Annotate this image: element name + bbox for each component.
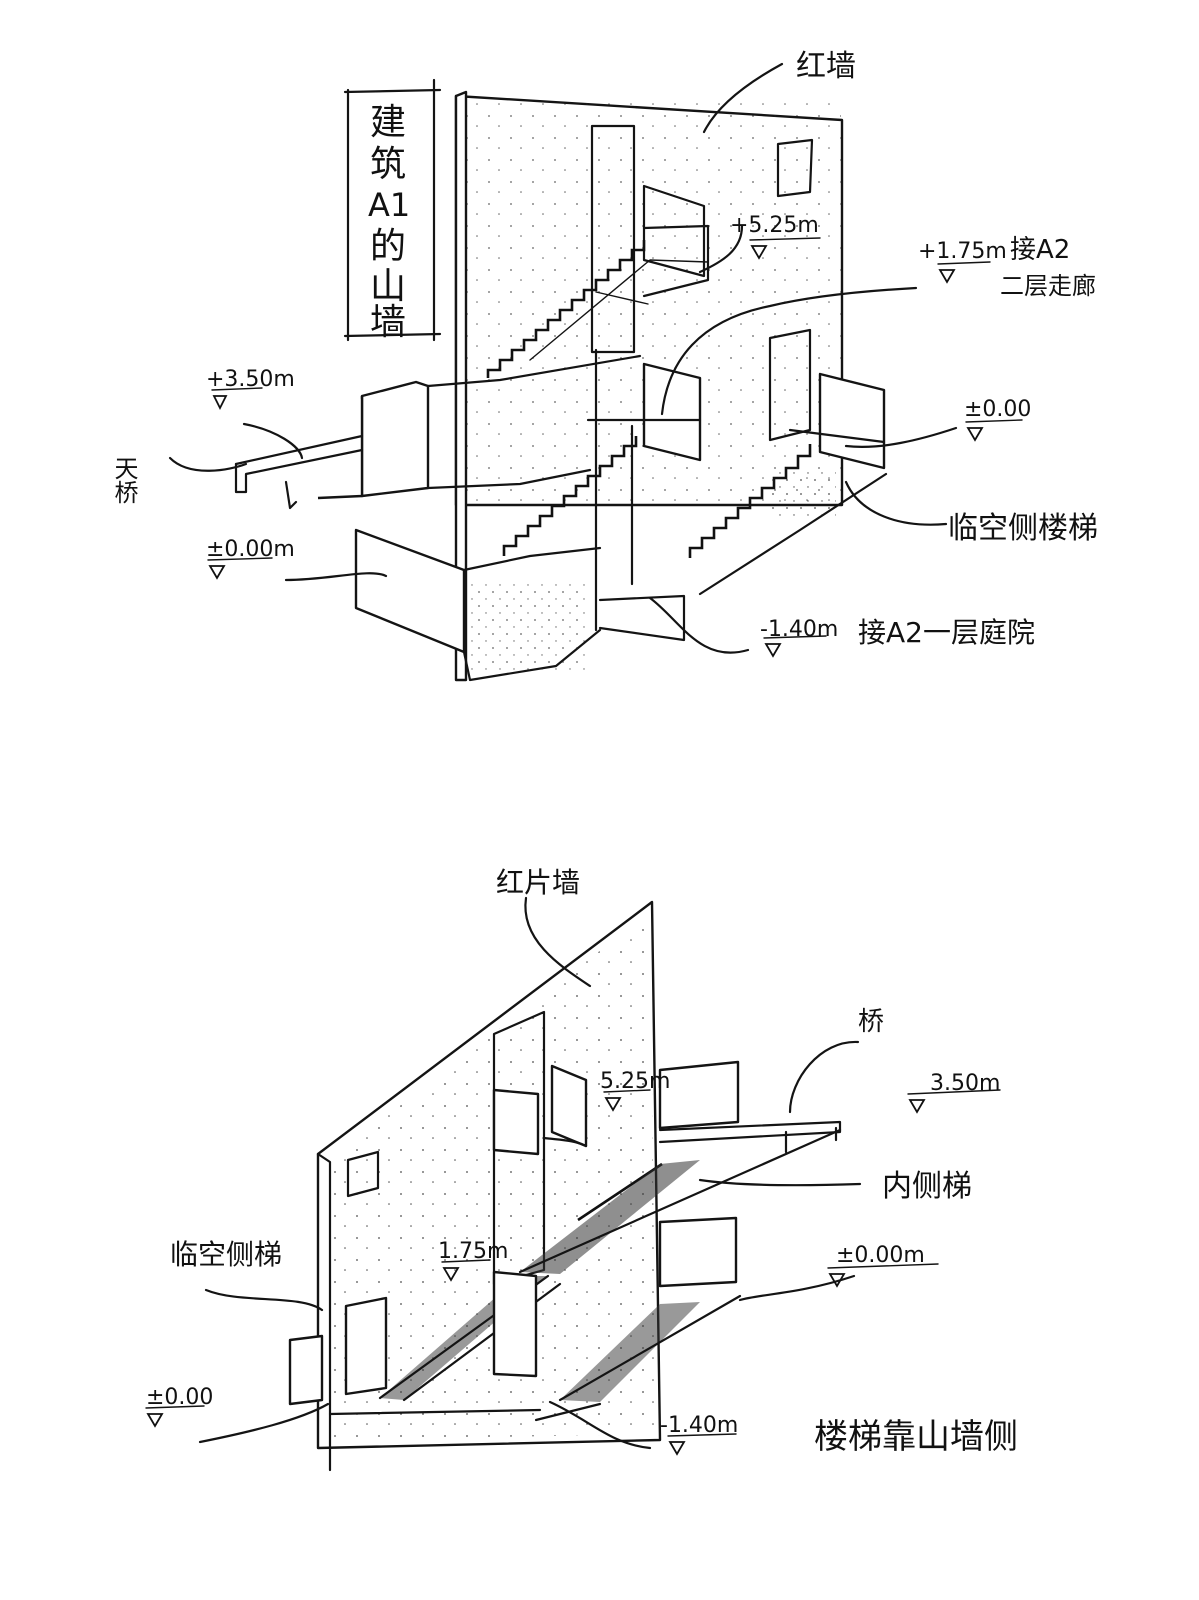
leader-lines-bottom <box>198 896 862 1450</box>
right-stair <box>688 372 888 596</box>
level-markers-bottom <box>145 1089 1001 1456</box>
level-000-left-top: ±0.00m <box>206 537 295 562</box>
upper-landing <box>642 184 710 298</box>
level-neg140-top: -1.40m <box>760 617 838 642</box>
level-175-bottom: 1.75m <box>438 1239 508 1264</box>
level-neg140-bottom: -1.40m <box>660 1413 738 1438</box>
title-char-2: 筑 <box>370 144 406 185</box>
level-000-left-bottom: ±0.00 <box>146 1385 213 1410</box>
bottom-sketch <box>145 896 1001 1472</box>
lower-right-stair <box>534 1216 742 1422</box>
level-350-top: +3.50m <box>206 367 295 392</box>
middle-stairs <box>502 348 702 632</box>
text-labels: 建 筑 A1 的 山 墙 红墙 +5.25m +1.75m 接A2 二层走廊 +… <box>110 49 1098 1457</box>
leader-lines-top <box>168 62 958 654</box>
title-box <box>343 78 442 342</box>
inner-stair-label: 内侧梯 <box>882 1169 972 1204</box>
level-000-right-bottom: ±0.00m <box>836 1243 925 1268</box>
neg140-note: 接A2一层庭院 <box>858 616 1035 649</box>
level-350-bottom: 3.50m <box>930 1071 1000 1096</box>
level-175-note: 接A2 <box>1010 235 1070 265</box>
sloped-wall <box>316 900 662 1472</box>
left-balcony <box>288 1296 542 1416</box>
title-char-6: 墙 <box>370 302 406 343</box>
title-char-1: 建 <box>370 102 406 143</box>
bridge-block <box>234 354 642 510</box>
level-000-right-top: ±0.00 <box>964 397 1031 422</box>
level-525-bottom: 5.25m <box>600 1069 670 1094</box>
level-175-top: +1.75m <box>918 239 1007 264</box>
open-side-label: 临空侧梯 <box>170 1238 282 1271</box>
title-char-5: 山 <box>370 266 406 307</box>
upper-bridge <box>518 1120 842 1274</box>
bridge-label-top: 天桥 <box>110 456 138 504</box>
wall-label-top: 红墙 <box>796 49 856 84</box>
title-char-3: A1 <box>368 186 410 224</box>
upper-stair <box>486 240 709 378</box>
upper-balconies <box>492 1060 740 1156</box>
middle-stair-bottom <box>378 1270 562 1402</box>
level-175-note2: 二层走廊 <box>1000 272 1096 300</box>
bridge-label-bottom: 桥 <box>858 1007 884 1037</box>
top-sketch <box>168 62 1023 682</box>
side-stair-label: 临空侧楼梯 <box>948 511 1098 546</box>
level-525-top: +5.25m <box>730 213 819 238</box>
wall-label-bottom: 红片墙 <box>496 866 580 899</box>
caption-bottom: 楼梯靠山墙侧 <box>814 1417 1018 1457</box>
title-char-4: 的 <box>370 226 406 267</box>
lower-block <box>354 528 686 682</box>
level-markers-top <box>207 237 1023 658</box>
